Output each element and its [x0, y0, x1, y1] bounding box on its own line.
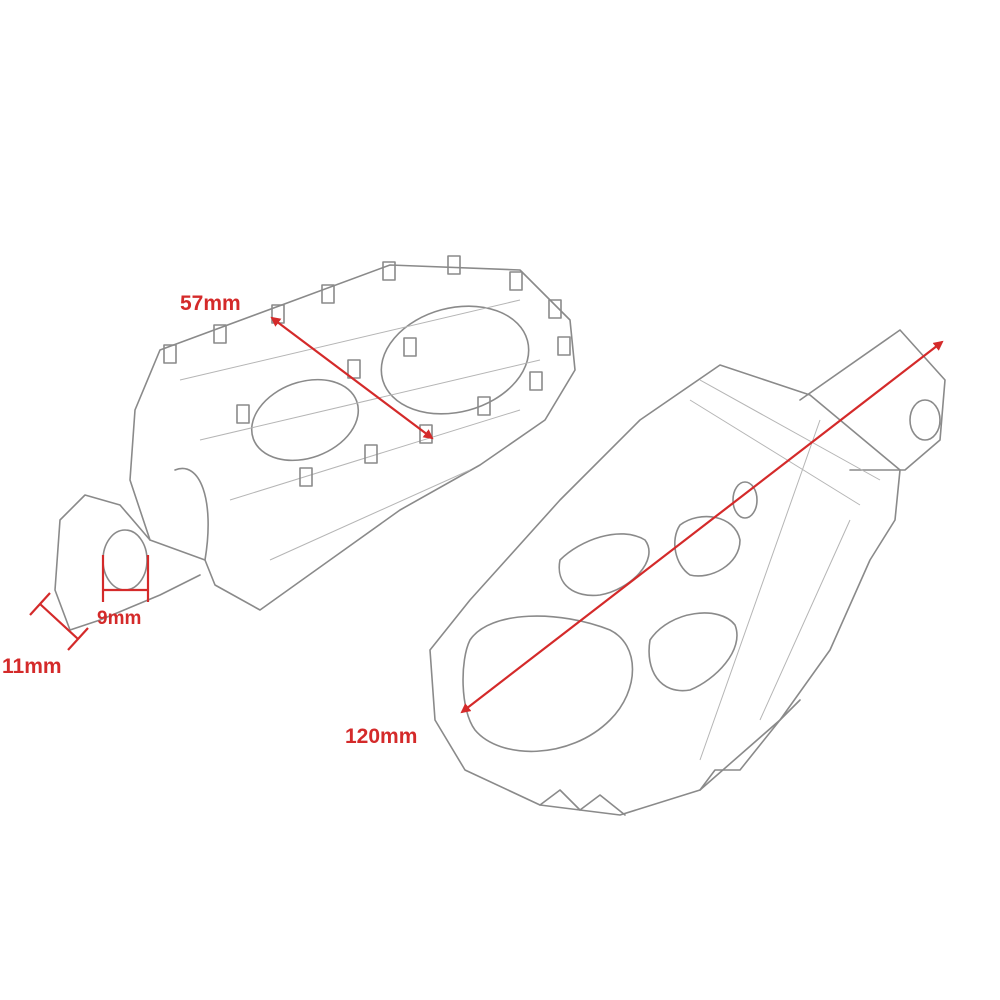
width-label: 57mm	[180, 292, 241, 315]
width-dimension-arrow	[270, 316, 434, 440]
left-footpeg	[54, 255, 576, 631]
peg-studs	[163, 255, 571, 487]
right-footpeg	[429, 329, 946, 816]
dimension-lines	[29, 316, 944, 714]
mount-dimension-line	[29, 592, 89, 651]
hole-dimension-line	[101, 555, 150, 602]
length-label: 120mm	[345, 725, 418, 748]
length-dimension-arrow	[460, 340, 944, 714]
mount-label: 11mm	[2, 655, 62, 678]
hole-label: 9mm	[97, 608, 142, 629]
